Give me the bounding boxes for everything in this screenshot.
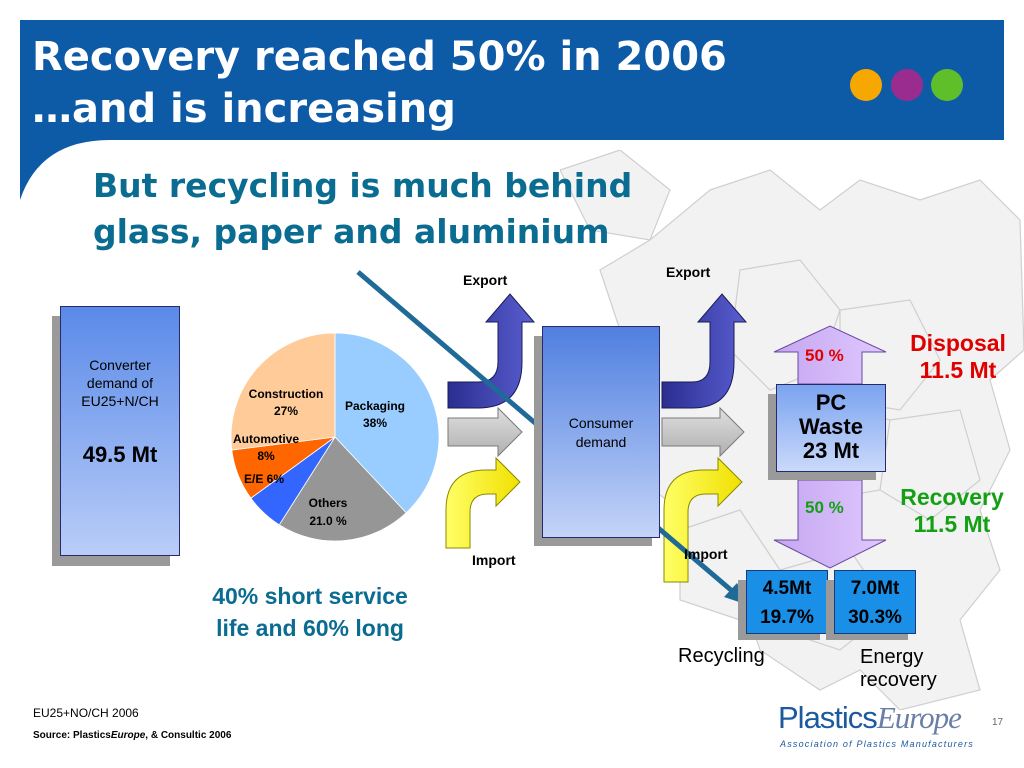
purple-dot-icon (891, 69, 923, 101)
recovery-down-arrow (773, 479, 887, 569)
logo-word-europe: Europe (876, 700, 962, 735)
footer-source: Source: PlasticsEurope, & Consultic 2006 (33, 730, 231, 741)
header-corner-curve (20, 140, 110, 200)
subtitle-line1: But recycling is much behind (93, 166, 633, 205)
export-arrow-left (447, 293, 536, 409)
footer-source-prefix: Source: Plastics (33, 730, 111, 741)
pc-waste-box (776, 384, 886, 472)
service-life-line2: life and 60% long (216, 615, 404, 641)
footer-region-note: EU25+NO/CH 2006 (33, 706, 139, 720)
recovery-value: 11.5 Mt (913, 511, 991, 537)
recycling-values: 4.5Mt 19.7% (746, 574, 828, 632)
recycling-caption: Recycling (678, 645, 765, 667)
slide-title-line2: …and is increasing (32, 86, 456, 132)
pie-value-construction: 27% (274, 404, 298, 418)
pc-waste-line2: Waste (799, 414, 863, 439)
recovery-label: Recovery (900, 484, 1004, 510)
converter-label-line2: demand of (86, 375, 154, 391)
consumer-label-line1: Consumer (568, 415, 634, 431)
pie-slice-construction (230, 332, 336, 451)
pie-label-automotive: Automotive (233, 432, 299, 446)
footer-source-italic: Europe (110, 730, 146, 741)
pie-label-others: Others (309, 496, 348, 510)
import-label-right: Import (684, 546, 728, 562)
disposal-up-arrow (773, 325, 887, 385)
pc-waste-line3: 23 Mt (802, 438, 860, 463)
recycling-percent: 19.7% (760, 607, 814, 628)
service-life-note: 40% short service life and 60% long (180, 580, 440, 644)
energy-recovery-box (834, 570, 916, 634)
converter-demand-box (60, 306, 180, 556)
title-header-bar (20, 20, 1004, 140)
green-dot-icon (931, 69, 963, 101)
orange-dot-icon (850, 69, 882, 101)
pie-slice-others (278, 436, 407, 542)
disposal-percent: 50 % (805, 346, 844, 365)
converter-label-line3: EU25+N/CH (81, 393, 159, 409)
export-label-right: Export (666, 264, 711, 280)
pie-label-packaging: Packaging (345, 399, 405, 413)
recycling-amount: 4.5Mt (762, 578, 812, 599)
energy-caption-line2: recovery (860, 669, 937, 691)
footer-source-suffix: , & Consultic 2006 (145, 730, 232, 741)
slide-title-line1: Recovery reached 50% in 2006 (32, 34, 727, 80)
disposal-value: 11.5 Mt (919, 357, 997, 383)
pc-waste-label: PC Waste 23 Mt (776, 391, 886, 463)
energy-caption: Energy recovery (860, 646, 937, 692)
disposal-label: Disposal (910, 330, 1006, 356)
energy-values: 7.0Mt 30.3% (834, 574, 916, 632)
logo-tagline: Association of Plastics Manufacturers (780, 739, 974, 749)
pie-value-packaging: 38% (363, 416, 387, 430)
recycling-box (746, 570, 828, 634)
sector-demand-pie-chart: Packaging 38% Others 21.0 % E/E 6% Autom… (230, 332, 440, 542)
consumer-label: Consumer demand (542, 414, 660, 452)
subtitle-line2: glass, paper and aluminium (93, 212, 610, 251)
recovery-block: Recovery 11.5 Mt (882, 484, 1022, 538)
export-label-left: Export (463, 272, 508, 288)
import-arrow-left (445, 456, 521, 549)
pc-waste-line1: PC (815, 390, 847, 415)
flow-arrow-gray-1 (447, 406, 523, 458)
energy-percent: 30.3% (848, 607, 902, 628)
energy-amount: 7.0Mt (850, 578, 900, 599)
pie-slice-packaging (334, 332, 440, 514)
plasticseurope-logo: PlasticsEurope (778, 700, 962, 736)
flow-arrow-gray-2 (661, 406, 745, 458)
consumer-label-line2: demand (575, 434, 627, 450)
converter-label-line1: Converter (89, 357, 151, 373)
export-arrow-right (661, 293, 748, 409)
import-label-left: Import (472, 552, 516, 568)
energy-caption-line1: Energy (860, 646, 924, 668)
disposal-block: Disposal 11.5 Mt (892, 330, 1024, 384)
service-life-line1: 40% short service (212, 583, 408, 609)
logo-word-plastics: Plastics (778, 700, 878, 735)
converter-value: 49.5 Mt (82, 442, 158, 467)
converter-label: Converter demand of EU25+N/CH (60, 356, 180, 410)
recovery-percent: 50 % (805, 498, 844, 517)
consumer-demand-box (542, 326, 660, 538)
page-number: 17 (992, 717, 1004, 728)
pie-value-automotive: 8% (257, 449, 275, 463)
pie-value-others: 21.0 % (309, 514, 347, 528)
pie-value-ee: E/E 6% (244, 472, 284, 486)
pie-label-construction: Construction (249, 387, 324, 401)
